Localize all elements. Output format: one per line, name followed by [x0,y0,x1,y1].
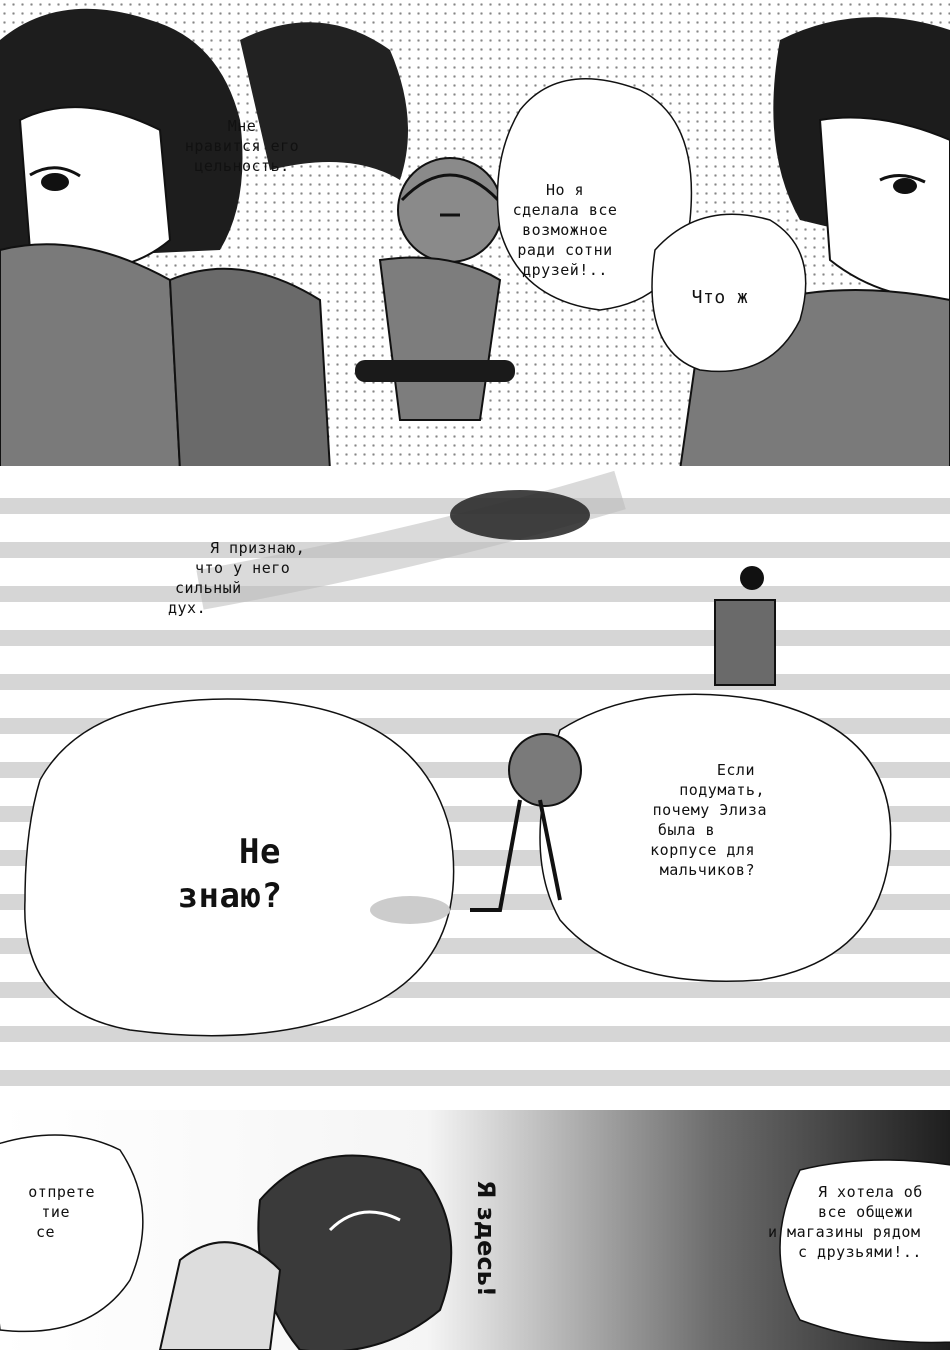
speech-line: Что ж [691,287,749,308]
narration-box: Я признаю, что у него сильный дух. [150,538,350,618]
speech-bubble-mid-right: Если подумать, почему Элиза была в корпу… [575,760,795,880]
speech-line: се [35,1223,55,1241]
panel-bottom: отпрете тие се Я здесь! Я хотела об все … [0,1110,950,1350]
speech-line: подумать, [679,781,765,799]
speech-line: почему Элиза [652,801,767,819]
panel-top: Мне нравится его цельность. Но я сделала… [0,0,950,470]
panel-middle: Я признаю, что у него сильный дух. Не зн… [0,470,950,1110]
narration-line: дух. [168,599,207,617]
speech-line: ради сотни [517,241,613,259]
speech-line: Я хотела об [818,1183,923,1201]
speech-line: Мне [227,117,257,135]
speech-bubble-top-right: Что ж [680,288,760,308]
shout-text: Я здесь! [472,1180,500,1297]
speech-line: и магазины рядом [768,1223,921,1241]
speech-line: возможное [522,221,608,239]
speech-line: тие [41,1203,70,1221]
speech-bubble-large: Не знаю? [160,830,300,918]
speech-line: нравится его [184,137,300,155]
panel-gutter [0,466,950,472]
speech-line: корпусе для [650,841,755,859]
narration-line: Я признаю, [210,539,306,557]
speech-line: Не [239,832,281,872]
speech-bubble-top-left: Мне нравится его цельность. [172,116,312,176]
speech-line: цельность. [194,157,290,175]
speech-bubble-bottom-left: отпрете тие се [0,1182,95,1242]
speech-line: друзей!.. [522,261,608,279]
bottom-panel-art [0,1134,950,1350]
speech-line: сделала все [512,201,618,219]
narration-line: что у него [195,559,291,577]
speech-line: Если [716,761,755,779]
speech-line: Но я [545,181,585,199]
speech-bubble-bottom-right: Я хотела об все общежи и магазины рядом … [768,1182,950,1262]
narration-line: сильный [175,579,242,597]
speech-bubble-top-center: Но я сделала все возможное ради сотни др… [490,180,640,280]
speech-line: с друзьями!.. [798,1243,922,1261]
middle-panel-art [24,470,892,1037]
speech-line: была в [657,821,715,839]
speech-line: все общежи [818,1203,914,1221]
speech-line: мальчиков? [659,861,755,879]
panel-gutter [0,1104,950,1110]
speech-line: отпрете [28,1183,95,1201]
speech-line: знаю? [177,876,283,916]
top-panel-art [0,8,950,470]
